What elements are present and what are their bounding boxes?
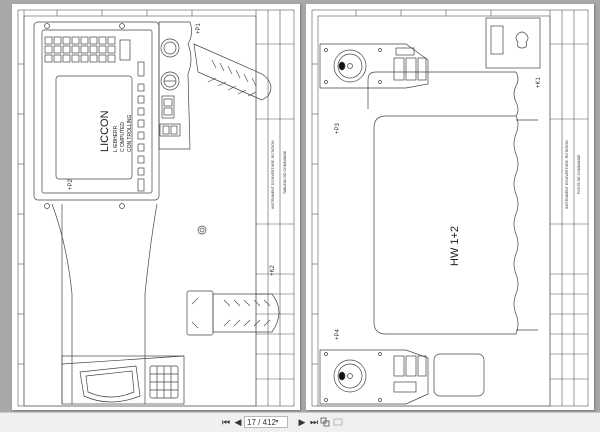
document-viewer[interactable]: INSTRUMENT D'OUVERTURE, ROTATION TABLEAU… [0,0,600,412]
svg-text:INSTRUMENT D'OUVERTURE, ROTATI: INSTRUMENT D'OUVERTURE, ROTATION [271,140,275,209]
drawing-page-left: INSTRUMENT D'OUVERTURE, ROTATION TABLEAU… [12,4,300,410]
first-page-button[interactable]: ⏮ [221,417,231,427]
liccon-display-text: LICCON L IEBHERR C OMPUTED CON TROLLING [99,110,133,152]
svg-text:+K1: +K1 [536,76,542,88]
page-dropdown-icon[interactable]: ▾ [275,419,279,425]
view-mode-icon[interactable] [320,417,332,428]
fit-page-icon[interactable] [333,417,345,428]
svg-text:+P4: +P4 [335,328,341,340]
svg-text:+P2: +P2 [68,178,74,190]
svg-text:+P3: +P3 [335,122,341,134]
svg-text:L IEBHERR: L IEBHERR [113,125,119,152]
svg-text:TABLEAU DE COMMANDE: TABLEAU DE COMMANDE [283,150,287,194]
svg-text:+K2: +K2 [270,264,276,276]
page-navigation-toolbar: ⏮ ◀ 17 / 412 ▾ ▶ ⏭ [0,412,600,432]
last-page-button[interactable]: ⏭ [309,417,319,427]
drawing-page-right: INSTRUMENT D'OUVERTURE, ROTATION POSTE D… [306,4,594,410]
svg-text:C OMPUTED: C OMPUTED [120,122,126,152]
svg-text:+P1: +P1 [196,22,202,34]
cab-console-drawing: INSTRUMENT D'OUVERTURE, ROTATION TABLEAU… [17,9,295,407]
control-panels-drawing: INSTRUMENT D'OUVERTURE, ROTATION POSTE D… [311,9,589,407]
svg-text:POSTE DE COMMANDE: POSTE DE COMMANDE [577,154,581,194]
svg-text:CON TROLLING: CON TROLLING [127,114,133,152]
page-number-input[interactable]: 17 / 412 [244,416,288,428]
hw-label: HW 1+2 [449,226,461,266]
next-page-button[interactable]: ▶ [298,417,306,427]
svg-text:INSTRUMENT D'OUVERTURE, ROTATI: INSTRUMENT D'OUVERTURE, ROTATION [565,140,569,209]
previous-page-button[interactable]: ◀ [234,417,242,427]
svg-text:LICCON: LICCON [99,110,111,152]
